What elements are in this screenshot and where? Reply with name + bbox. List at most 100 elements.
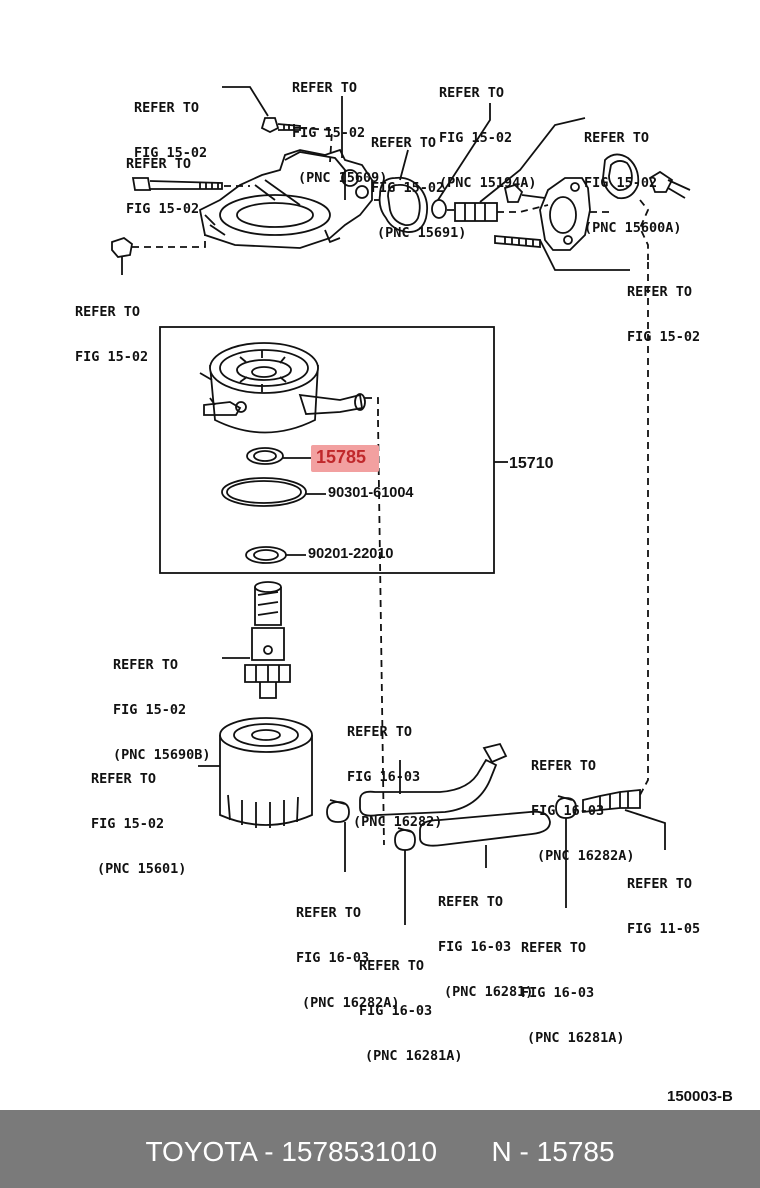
ref-label-15600a: REFER TO FIG 15-02 (PNC 15600A) xyxy=(584,101,682,251)
ref-line: FIG 16-03 xyxy=(359,1003,433,1019)
footer-bar xyxy=(0,1110,760,1188)
top-leaders xyxy=(121,86,630,275)
ref-label-15609: REFER TO FIG 15-02 (PNC 15609) xyxy=(292,51,387,201)
hose-clamps xyxy=(326,795,577,925)
ref-line: FIG 15-02 xyxy=(75,349,149,365)
ref-line: REFER TO xyxy=(126,156,192,172)
footer-n-label: N xyxy=(491,1136,512,1167)
housing-gasket xyxy=(374,176,429,233)
ref-label-15194a: REFER TO FIG 15-02 (PNC 15194A) xyxy=(439,56,537,206)
ref-line: FIG 11-05 xyxy=(627,921,701,937)
ref-label-outlet-stud: REFER TO FIG 15-02 xyxy=(627,255,700,360)
seal-15785 xyxy=(246,447,312,465)
ref-line: FIG 15-02 xyxy=(371,180,445,196)
ref-line: (PNC 16281A) xyxy=(365,1048,463,1064)
outlet-gasket xyxy=(602,153,691,260)
ref-line: REFER TO xyxy=(439,85,505,101)
ref-line: REFER TO xyxy=(627,284,693,300)
ref-line: REFER TO xyxy=(359,958,425,974)
cooler-housing xyxy=(198,148,373,249)
part-number-oring[interactable]: 90301-61004 xyxy=(328,485,414,501)
ref-line: REFER TO xyxy=(347,724,413,740)
ref-line: FIG 15-02 xyxy=(126,201,200,217)
ref-line: (PNC 16282A) xyxy=(302,995,400,1011)
footer-separator: - xyxy=(511,1136,537,1167)
highlighted-part-number[interactable]: 15785 xyxy=(316,447,367,467)
ref-line: FIG 15-02 xyxy=(627,329,701,345)
assembly-box xyxy=(159,326,495,574)
ref-line: (PNC 15609) xyxy=(298,170,388,186)
ref-line: FIG 15-02 xyxy=(292,125,366,141)
outlet-housing xyxy=(494,177,610,251)
part-number-assembly[interactable]: 15710 xyxy=(509,455,554,472)
ref-line: REFER TO xyxy=(296,905,362,921)
part-number-gasket[interactable]: 90201-22010 xyxy=(308,546,394,562)
ref-label-16281a-right: REFER TO FIG 16-03 (PNC 16281A) xyxy=(521,911,625,1061)
ref-line: (PNC 16281A) xyxy=(527,1030,625,1046)
footer-brand: TOYOTA xyxy=(145,1136,257,1167)
ref-line: REFER TO xyxy=(438,894,504,910)
ref-line: FIG 16-03 xyxy=(521,985,595,1001)
ref-label-16281: REFER TO FIG 16-03 (PNC 16281) xyxy=(438,865,533,1015)
ref-line: REFER TO xyxy=(134,100,200,116)
ref-line: FIG 16-03 xyxy=(296,950,370,966)
cooler-assembly xyxy=(199,342,379,434)
ref-line: FIG 16-03 xyxy=(347,769,421,785)
ref-line: REFER TO xyxy=(292,80,358,96)
dashed-leader-mid xyxy=(377,419,385,846)
footer-caption: TOYOTA - 1578531010 N - 15785 xyxy=(0,1136,760,1168)
ref-line: REFER TO xyxy=(113,657,179,673)
ref-line: FIG 15-02 xyxy=(439,130,513,146)
oring-90301 xyxy=(221,477,326,507)
ref-label-16281a-left: REFER TO FIG 16-03 (PNC 16281A) xyxy=(359,929,463,1079)
ref-line: REFER TO xyxy=(371,135,437,151)
ref-line: FIG 15-02 xyxy=(91,816,165,832)
ref-line: (PNC 15194A) xyxy=(439,175,537,191)
ref-line: FIG 16-03 xyxy=(438,939,512,955)
ref-label-15691: REFER TO FIG 15-02 (PNC 15691) xyxy=(371,106,466,256)
ref-line: FIG 15-02 xyxy=(134,145,208,161)
ref-line: REFER TO xyxy=(531,758,597,774)
ref-label-nut: REFER TO FIG 15-02 xyxy=(75,275,148,380)
hose-16281 xyxy=(419,810,551,868)
ref-label-bolt: REFER TO FIG 15-02 xyxy=(134,71,207,176)
ref-label-16282a-left: REFER TO FIG 16-03 (PNC 16282A) xyxy=(296,876,400,1026)
hose-16282 xyxy=(359,742,508,817)
ref-line: (PNC 16281) xyxy=(444,984,534,1000)
stud-bolt xyxy=(131,177,250,191)
union-fitting xyxy=(447,202,549,222)
ref-label-15601: REFER TO FIG 15-02 (PNC 15601) xyxy=(91,742,186,892)
highlight-box xyxy=(311,445,379,472)
footer-n-value: 15785 xyxy=(536,1136,615,1167)
ref-line: FIG 15-02 xyxy=(113,702,187,718)
ref-line: (PNC 16282A) xyxy=(537,848,635,864)
ref-label-15690b: REFER TO FIG 15-02 (PNC 15690B) xyxy=(113,628,211,778)
ref-line: (PNC 15601) xyxy=(97,861,187,877)
ref-line: (PNC 15691) xyxy=(377,225,467,241)
nut-left xyxy=(111,235,206,258)
ref-line: REFER TO xyxy=(584,130,650,146)
bolt-top xyxy=(260,117,333,163)
union-fitting-right xyxy=(582,789,666,850)
union-bolt xyxy=(222,581,291,699)
gasket-90201 xyxy=(245,546,306,564)
dashed-leader-right xyxy=(639,262,649,796)
ref-line: REFER TO xyxy=(75,304,141,320)
footer-separator: - xyxy=(256,1136,282,1167)
ref-label-stud: REFER TO FIG 15-02 xyxy=(126,127,199,232)
ref-line: (PNC 15600A) xyxy=(584,220,682,236)
oil-filter xyxy=(198,717,313,828)
ref-line: REFER TO xyxy=(521,940,587,956)
footer-part-number: 1578531010 xyxy=(281,1136,438,1167)
ref-line: REFER TO xyxy=(627,876,693,892)
parts-diagram xyxy=(111,86,691,925)
ref-line: (PNC 16282) xyxy=(353,814,443,830)
ref-line: FIG 15-02 xyxy=(584,175,658,191)
ref-line: REFER TO xyxy=(91,771,157,787)
ref-label-16282a-right: REFER TO FIG 16-03 (PNC 16282A) xyxy=(531,729,635,879)
ref-line: FIG 16-03 xyxy=(531,803,605,819)
ref-label-fig-11-05: REFER TO FIG 11-05 xyxy=(627,847,700,952)
footer-gap xyxy=(437,1136,491,1167)
figure-code: 150003-B xyxy=(667,1088,733,1105)
ref-label-16282: REFER TO FIG 16-03 (PNC 16282) xyxy=(347,695,442,845)
